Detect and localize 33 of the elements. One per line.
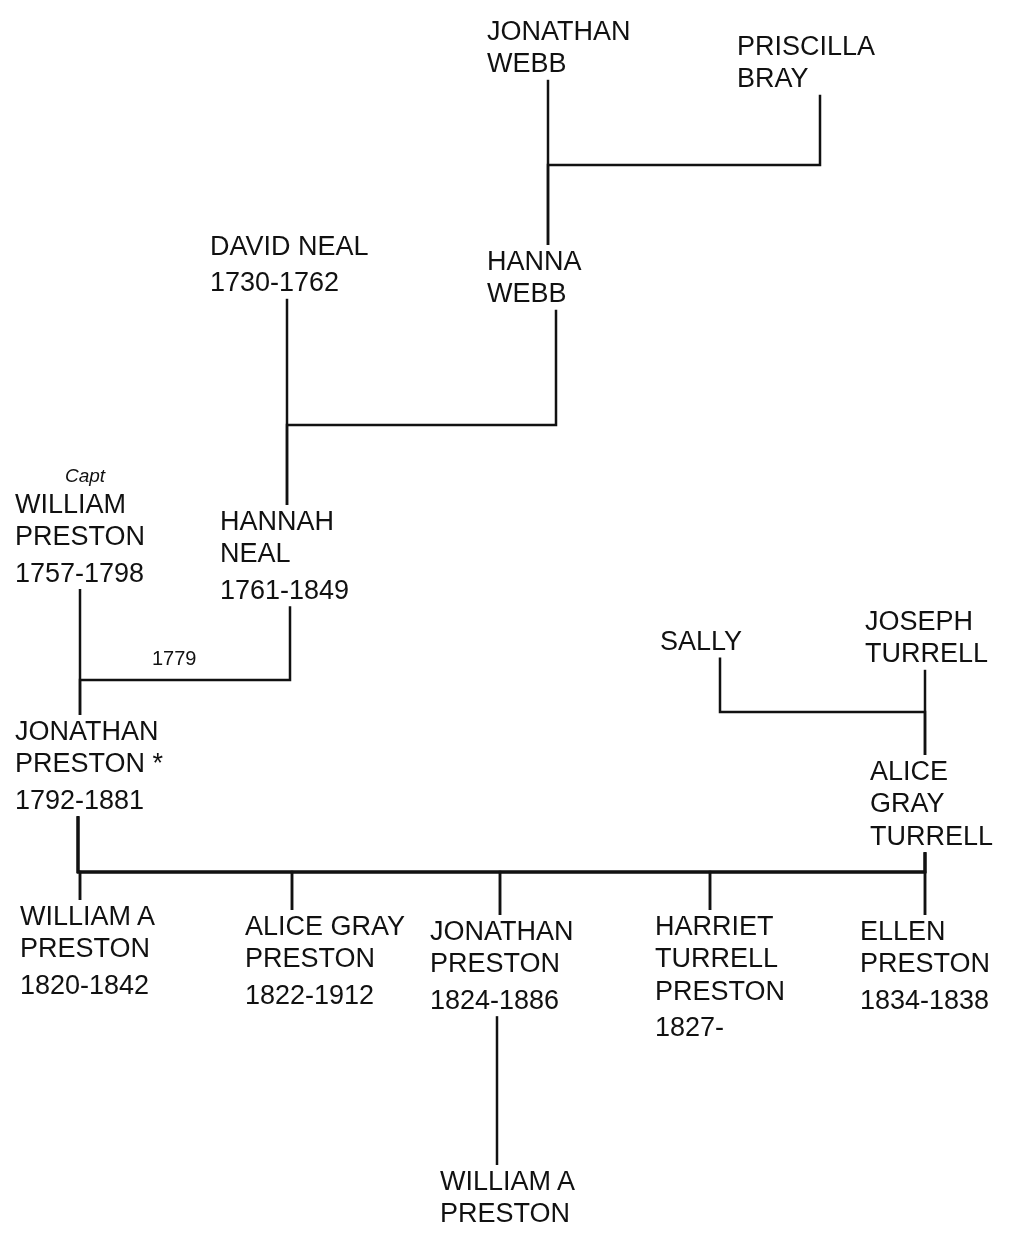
life-dates: 1761-1849 bbox=[220, 573, 350, 607]
edge-label: 1779 bbox=[150, 648, 199, 668]
family-line bbox=[495, 1016, 499, 1165]
person-name: JONATHAN PRESTON * bbox=[15, 715, 165, 780]
person-name: SALLY bbox=[660, 625, 743, 658]
person-name: JONATHAN PRESTON bbox=[430, 915, 575, 980]
person-name: ELLEN PRESTON bbox=[860, 915, 992, 980]
title-text: Capt bbox=[65, 465, 106, 488]
life-dates: 1792-1881 bbox=[15, 783, 145, 817]
family-line bbox=[285, 309, 558, 505]
life-dates: 1820-1842 bbox=[20, 968, 150, 1002]
person-name: JONATHAN WEBB bbox=[487, 15, 632, 80]
person-name: ALICE GRAY PRESTON bbox=[245, 910, 406, 975]
life-dates: 1824-1886 bbox=[430, 983, 560, 1017]
family-line bbox=[923, 852, 927, 915]
person-name: PRISCILLA BRAY bbox=[737, 30, 876, 95]
person-name: HARRIET TURRELL PRESTON bbox=[655, 910, 787, 1008]
life-dates: 1757-1798 bbox=[15, 556, 145, 589]
person-name: WILLIAM A PRESTON bbox=[20, 900, 156, 965]
person-name: WILLIAM A PRESTON bbox=[440, 1165, 576, 1230]
family-line bbox=[923, 669, 927, 755]
person-name: HANNA WEBB bbox=[487, 245, 582, 310]
life-dates: 1827- bbox=[655, 1011, 725, 1044]
life-dates: 1730-1762 bbox=[210, 266, 340, 299]
life-dates: 1834-1838 bbox=[860, 983, 990, 1017]
person-name: WILLIAM PRESTON bbox=[15, 487, 147, 553]
person-name: ALICE GRAY TURRELL bbox=[870, 755, 995, 853]
family-line bbox=[78, 606, 292, 715]
life-dates: 1822-1912 bbox=[245, 978, 375, 1012]
person-name: HANNAH NEAL bbox=[220, 505, 335, 570]
person-name: JOSEPH TURRELL bbox=[865, 605, 990, 670]
family-line bbox=[546, 94, 822, 245]
person-name: DAVID NEAL bbox=[210, 230, 369, 263]
